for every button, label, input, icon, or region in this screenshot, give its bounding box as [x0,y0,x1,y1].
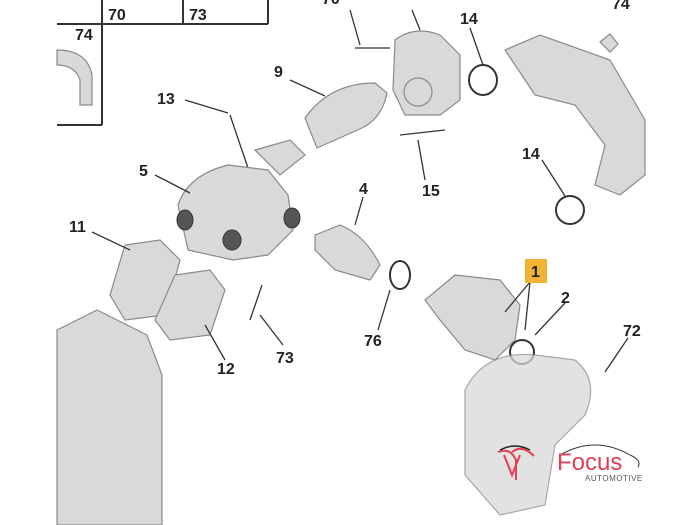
manifold-5 [177,164,294,261]
label-74: 74 [612,0,630,13]
label-74-box: 74 [75,27,93,44]
intake-pipe [504,34,646,196]
label-15: 15 [422,183,440,200]
o-ring-14b [555,195,585,225]
turbo-pipe-1 [424,274,521,361]
o-ring-14a [468,64,498,96]
label-76: 76 [364,333,382,350]
clamp-76 [389,260,411,290]
label-11: 11 [69,219,86,236]
label-73: 73 [276,350,294,367]
label-70-box: 70 [108,7,126,24]
label-14: 14 [522,146,540,163]
leader-lines [91,9,629,373]
logo-name: Focus [557,449,622,476]
label-14-top: 14 [460,11,478,28]
hose-4 [314,224,381,281]
label-73-box: 73 [189,7,207,24]
focus-automotive-logo: Focus AUTOMOTIVE [497,444,643,483]
clip-part-74 [56,49,93,106]
label-13: 13 [157,91,175,108]
label-1: 1 [531,264,540,281]
label-5: 5 [139,163,148,180]
hose-9 [304,82,388,149]
label-9: 9 [274,64,283,81]
logo-sub: AUTOMOTIVE [585,474,643,483]
intercooler [56,309,163,525]
label-12: 12 [217,361,235,378]
turbocharger [464,353,592,516]
highlight-box [525,259,547,283]
inset-boxes [56,0,269,126]
label-70: 70 [322,0,340,8]
label-72: 72 [623,323,641,340]
label-4: 4 [359,181,368,198]
label-2: 2 [561,290,570,307]
